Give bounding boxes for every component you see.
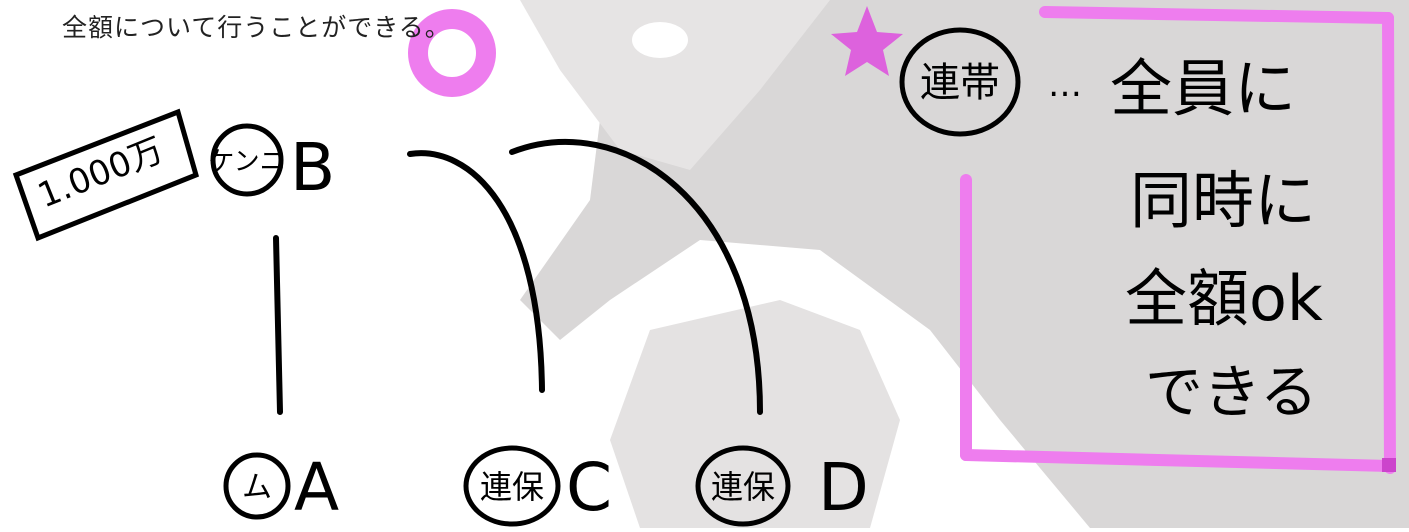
node-d: 連保 D <box>695 445 869 527</box>
node-b-letter: B <box>290 129 335 206</box>
node-c-role: 連保 <box>480 468 544 506</box>
node-d-circle <box>695 445 791 527</box>
relation-lines <box>273 139 763 415</box>
node-b: ケンニ B <box>208 123 335 206</box>
note-box <box>960 6 1396 474</box>
note: 連帯 … 全員に 同時に 全額ok できる <box>899 27 1323 426</box>
note-line-2: 同時に <box>1130 164 1316 237</box>
note-circle <box>899 27 1021 137</box>
node-b-role: ケンニ <box>208 147 285 177</box>
line-b-d <box>509 139 763 415</box>
line-b-c <box>407 150 545 393</box>
note-dots: … <box>1048 65 1082 105</box>
node-c-letter: C <box>566 449 612 526</box>
node-a-role: ム <box>242 470 272 505</box>
printed-sentence: 全額について行うことができる。 <box>62 13 451 42</box>
node-d-letter: D <box>818 449 869 526</box>
line-b-a <box>273 235 283 415</box>
note-line-4: できる <box>1145 358 1318 426</box>
star-icon <box>831 6 903 76</box>
note-circled-label: 連帯 <box>920 60 1000 106</box>
node-c: 連保 C <box>463 445 612 527</box>
amount-badge: 1.000万 <box>12 108 200 242</box>
box-corner-mark <box>1382 458 1396 472</box>
node-d-role: 連保 <box>711 468 775 506</box>
node-a-letter: A <box>294 449 339 526</box>
node-c-circle <box>463 445 561 527</box>
circle-mark-icon <box>408 9 496 97</box>
node-a-circle <box>223 452 291 520</box>
node-a: ム A <box>223 449 339 526</box>
note-line-3: 全額ok <box>1125 262 1323 335</box>
note-line-1: 全員に <box>1110 52 1296 125</box>
node-b-circle <box>210 123 284 197</box>
